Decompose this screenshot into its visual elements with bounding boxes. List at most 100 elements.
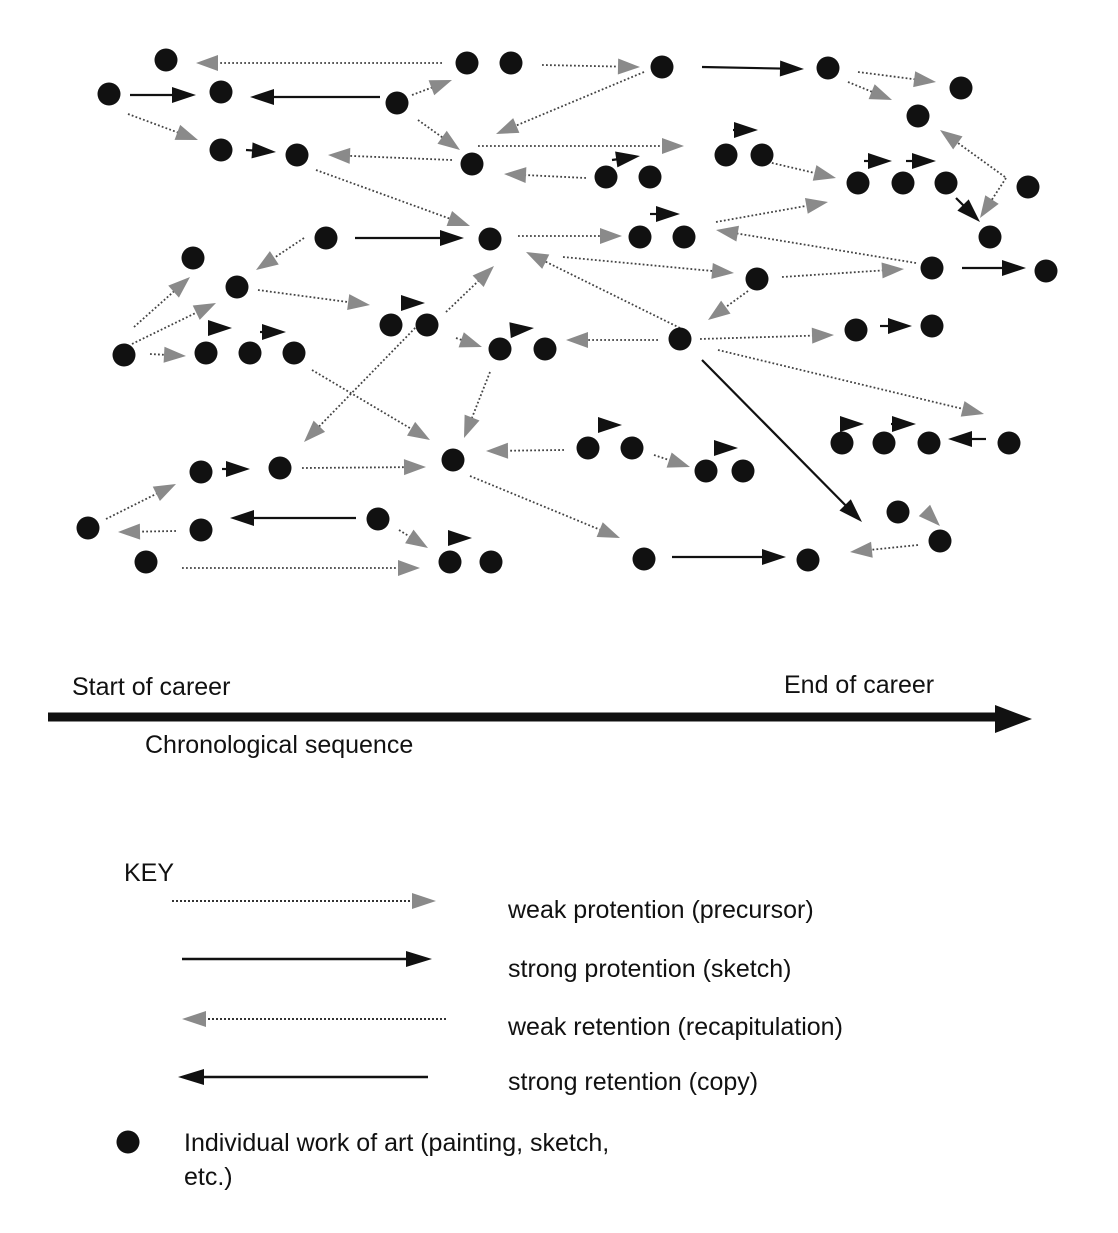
network-diagram: [76, 48, 1058, 576]
artwork-node: [917, 431, 941, 455]
artwork-node: [112, 343, 136, 367]
weak-link-arrow: [562, 256, 734, 279]
strong-link-arrow: [906, 153, 936, 169]
key-label-node-line1: Individual work of art (painting, sketch…: [184, 1129, 610, 1157]
key-label-strong-retention: strong retention (copy): [508, 1068, 759, 1096]
artwork-node: [750, 143, 774, 167]
weak-link-arrow: [566, 332, 658, 348]
artwork-node: [796, 548, 820, 572]
weak-link-arrow: [918, 504, 940, 526]
strong-link-arrow: [355, 230, 464, 246]
key-label-weak-protention: weak protention (precursor): [508, 896, 814, 924]
artwork-node: [650, 55, 674, 79]
weak-link-arrow: [315, 169, 470, 226]
artwork-node: [694, 459, 718, 483]
weak-link-arrow: [526, 252, 681, 329]
artwork-node: [268, 456, 292, 480]
strong-link-arrow: [701, 60, 804, 77]
artwork-node: [949, 76, 973, 100]
artwork-node: [189, 460, 213, 484]
key-label-strong-protention: strong protention (sketch): [508, 955, 792, 983]
artwork-node: [460, 152, 484, 176]
artwork-node: [76, 516, 100, 540]
artwork-node: [499, 51, 523, 75]
artwork-node: [576, 436, 600, 460]
strong-link-arrow: [650, 206, 680, 222]
weak-link-arrow: [131, 303, 216, 345]
strong-link-arrow: [509, 322, 534, 339]
artwork-node: [1034, 259, 1058, 283]
weak-link-arrow: [716, 225, 917, 264]
strong-link-arrow: [598, 417, 622, 433]
weak-link-arrow: [486, 442, 565, 459]
strong-link-arrow: [250, 89, 380, 105]
artwork-node: [209, 80, 233, 104]
artwork-node: [997, 431, 1021, 455]
artwork-node: [209, 138, 233, 162]
weak-link-arrow: [850, 541, 919, 558]
strong-link-arrow: [714, 440, 738, 456]
weak-link-arrow: [105, 484, 176, 520]
artwork-node: [238, 341, 262, 365]
key-weak-forward-arrow: [172, 893, 436, 909]
weak-link-arrow: [541, 58, 640, 75]
artwork-node: [225, 275, 249, 299]
artwork-node: [194, 341, 218, 365]
weak-link-arrow: [182, 560, 420, 576]
artwork-node: [668, 327, 692, 351]
end-of-career-label: End of career: [784, 671, 935, 699]
artwork-node: [628, 225, 652, 249]
weak-link-arrow: [196, 55, 442, 71]
strong-link-arrow: [955, 197, 980, 222]
weak-link-arrow: [257, 289, 370, 311]
artwork-node: [920, 314, 944, 338]
key-node-dot: [116, 1130, 140, 1154]
artwork-node: [886, 500, 910, 524]
artwork-node: [479, 550, 503, 574]
weak-link-arrow: [464, 371, 491, 438]
strong-link-arrow: [130, 87, 196, 103]
artwork-node: [906, 104, 930, 128]
strong-link-arrow: [245, 142, 276, 159]
artwork-node: [478, 227, 502, 251]
strong-link-arrow: [230, 510, 356, 526]
artwork-node: [285, 143, 309, 167]
strong-link-arrow: [672, 549, 786, 565]
artwork-node: [978, 225, 1002, 249]
weak-link-arrow: [715, 197, 828, 223]
key-title: KEY: [124, 859, 175, 887]
artwork-node: [154, 48, 178, 72]
artwork-node: [379, 313, 403, 337]
strong-link-arrow: [880, 318, 912, 334]
artwork-node: [632, 547, 656, 571]
artwork-node: [533, 337, 557, 361]
strong-link-arrow: [208, 320, 232, 336]
artwork-node: [594, 165, 618, 189]
artwork-node: [189, 518, 213, 542]
weak-link-arrow: [469, 475, 620, 538]
weak-link-arrow: [445, 266, 494, 313]
weak-link-arrow: [653, 452, 690, 468]
artwork-node: [891, 171, 915, 195]
weak-link-arrow: [708, 290, 749, 320]
key-strong-backward-arrow: [178, 1069, 428, 1085]
key-strong-forward-arrow: [182, 951, 432, 967]
artwork-node: [872, 431, 896, 455]
weak-link-arrow: [767, 161, 836, 181]
weak-link-arrow: [417, 119, 460, 150]
weak-link-arrow: [857, 71, 936, 88]
strong-link-arrow: [948, 431, 986, 447]
key-label-weak-retention: weak retention (recapitulation): [508, 1013, 843, 1041]
strong-link-arrow: [222, 461, 250, 477]
artwork-node: [415, 313, 439, 337]
chronological-sequence-label: Chronological sequence: [145, 731, 414, 759]
artwork-node: [455, 51, 479, 75]
artwork-node: [714, 143, 738, 167]
weak-link-arrow: [304, 324, 419, 442]
artwork-node: [314, 226, 338, 250]
artwork-node: [934, 171, 958, 195]
artwork-node: [928, 529, 952, 553]
strong-link-arrow: [864, 153, 892, 169]
strong-link-arrow: [891, 416, 916, 432]
weak-link-arrow: [256, 237, 305, 270]
